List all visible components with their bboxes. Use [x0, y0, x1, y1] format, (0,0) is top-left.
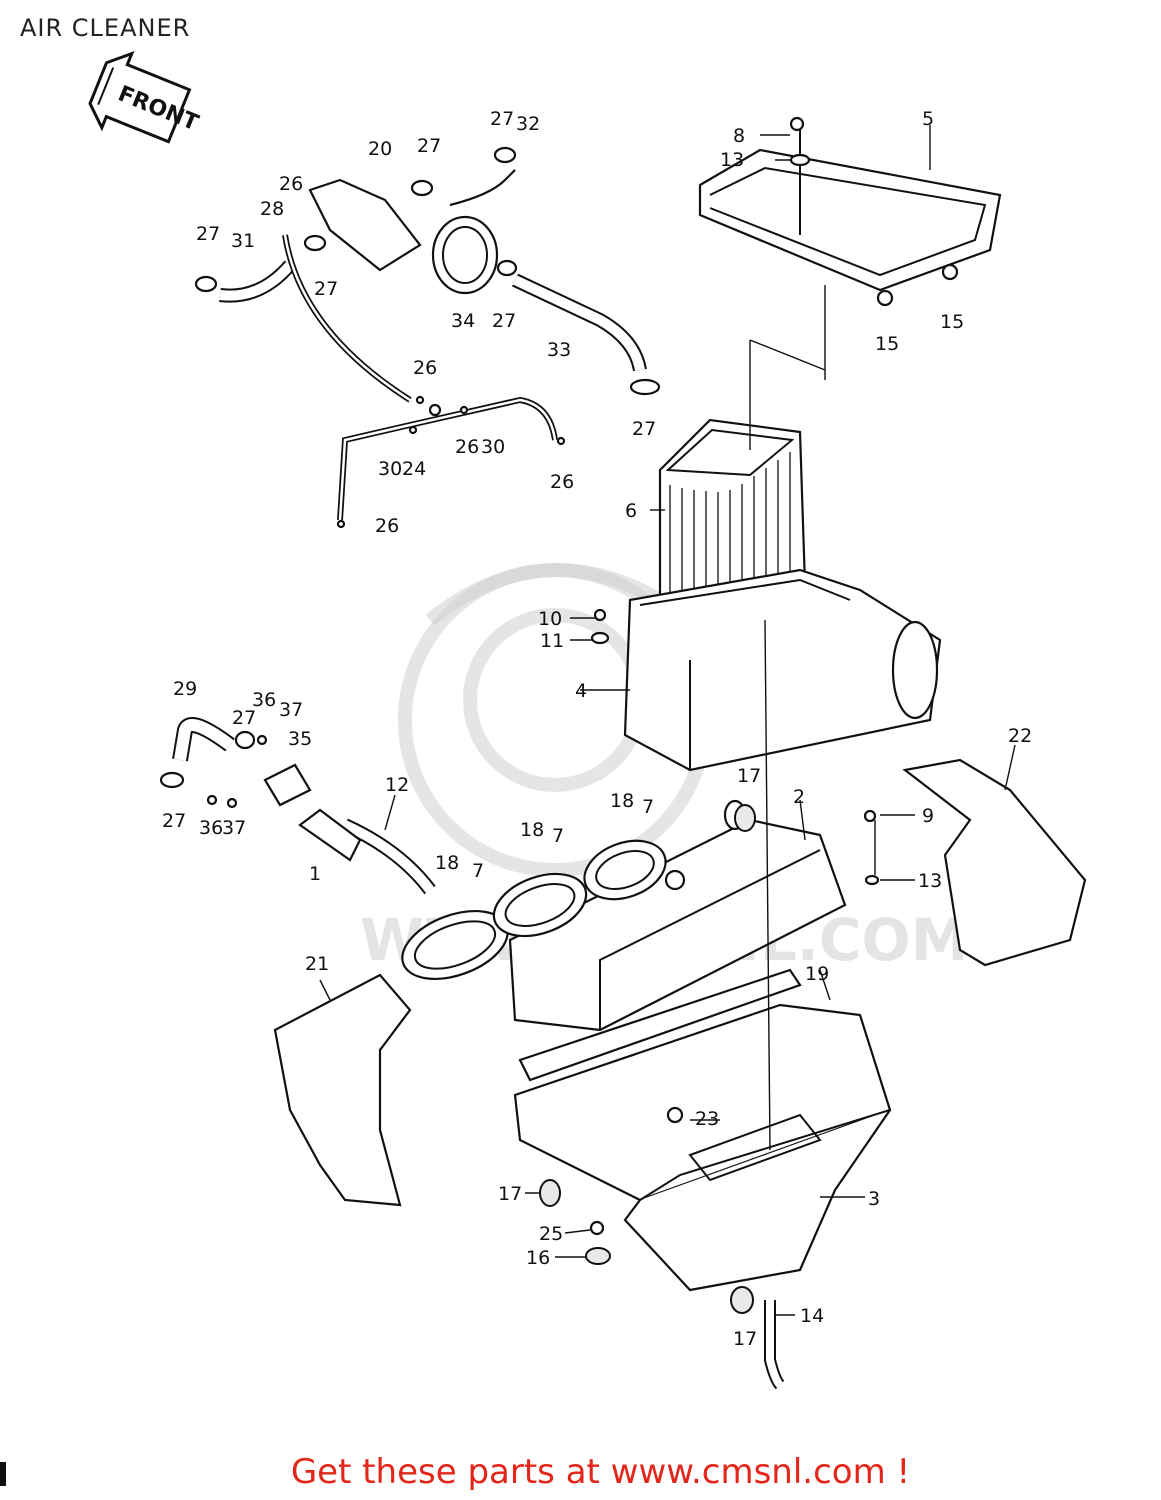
callout-label: 8: [733, 125, 745, 147]
part-breather-20: [308, 178, 499, 295]
promo-footer[interactable]: Get these parts at www.cmsnl.com !: [0, 1452, 1161, 1492]
part-filter-6: [658, 418, 807, 627]
callout-label: 15: [875, 333, 899, 355]
callout-label: 24: [402, 458, 426, 480]
callout-label: 37: [222, 817, 246, 839]
callout-label: 14: [800, 1305, 824, 1327]
callout-label: 26: [455, 436, 479, 458]
callout-label: 12: [385, 774, 409, 796]
callout-label: 37: [279, 699, 303, 721]
callout-label: 30: [481, 436, 505, 458]
callout-label: 7: [642, 796, 654, 818]
callout-label: 27: [232, 707, 256, 729]
promo-footer-text[interactable]: Get these parts at www.cmsnl.com !: [290, 1452, 911, 1492]
leader-lines: [319, 125, 1016, 1316]
part-gasket-19: [518, 968, 802, 1082]
callout-label: 21: [305, 953, 329, 975]
front-arrow-icon: FRONT: [88, 50, 202, 144]
callout-label: 29: [173, 678, 197, 700]
callout-label: 30: [378, 458, 402, 480]
callout-label: 20: [368, 138, 392, 160]
callout-label: 9: [922, 805, 934, 827]
part-housing-4: [623, 568, 942, 772]
callout-label: 17: [737, 765, 761, 787]
callout-label: 36: [199, 817, 223, 839]
part-flange-1: [263, 763, 362, 862]
callout-label: 25: [539, 1223, 563, 1245]
callout-label: 26: [279, 173, 303, 195]
part-cover-5: [698, 125, 1002, 292]
callout-label: 18: [520, 819, 544, 841]
callout-label: 35: [288, 728, 312, 750]
callout-label: 16: [526, 1247, 550, 1269]
callout-label: 27: [196, 223, 220, 245]
callout-label: 27: [492, 310, 516, 332]
callout-label: 28: [260, 198, 284, 220]
callout-label: 18: [610, 790, 634, 812]
callout-label: 3: [868, 1188, 880, 1210]
callout-label: 13: [720, 149, 744, 171]
callout-label: 23: [695, 1108, 719, 1130]
callout-label: 15: [940, 311, 964, 333]
edge-marker: [0, 1462, 6, 1486]
callout-labels: 1 2 3 4 5 6 7 7 7 8 9 10 11 12 13 13 14 …: [162, 108, 1032, 1350]
callout-label: 1: [309, 863, 321, 885]
callout-label: 2: [793, 786, 805, 808]
callout-label: 26: [550, 471, 574, 493]
hardware-bolts-grommets: [159, 116, 959, 1314]
callout-label: 10: [538, 608, 562, 630]
callout-label: 11: [540, 630, 564, 652]
part-intake-rings-7: [401, 839, 667, 980]
callout-label: 27: [314, 278, 338, 300]
callout-label: 7: [472, 860, 484, 882]
callout-label: 22: [1008, 725, 1032, 747]
callout-label: 27: [490, 108, 514, 130]
callout-label: 32: [516, 113, 540, 135]
callout-label: 26: [375, 515, 399, 537]
callout-label: 7: [552, 825, 564, 847]
callout-label: 5: [922, 108, 934, 130]
part-case-3: [513, 1003, 892, 1292]
callout-label: 13: [918, 870, 942, 892]
hoses: [172, 169, 785, 1390]
callout-label: 17: [733, 1328, 757, 1350]
callout-label: 31: [231, 230, 255, 252]
callout-label: 4: [575, 680, 587, 702]
callout-label: 27: [417, 135, 441, 157]
part-side-cover-21: [273, 973, 412, 1207]
callout-label: 34: [451, 310, 475, 332]
callout-label: 6: [625, 500, 637, 522]
part-side-cover-22: [902, 758, 1087, 967]
callout-label: 36: [252, 689, 276, 711]
callout-label: 33: [547, 339, 571, 361]
callout-label: 27: [632, 418, 656, 440]
callout-label: 26: [413, 357, 437, 379]
callout-label: 19: [805, 963, 829, 985]
callout-label: 27: [162, 810, 186, 832]
callout-label: 18: [435, 852, 459, 874]
page-title: AIR CLEANER: [20, 14, 191, 42]
callout-label: 17: [498, 1183, 522, 1205]
